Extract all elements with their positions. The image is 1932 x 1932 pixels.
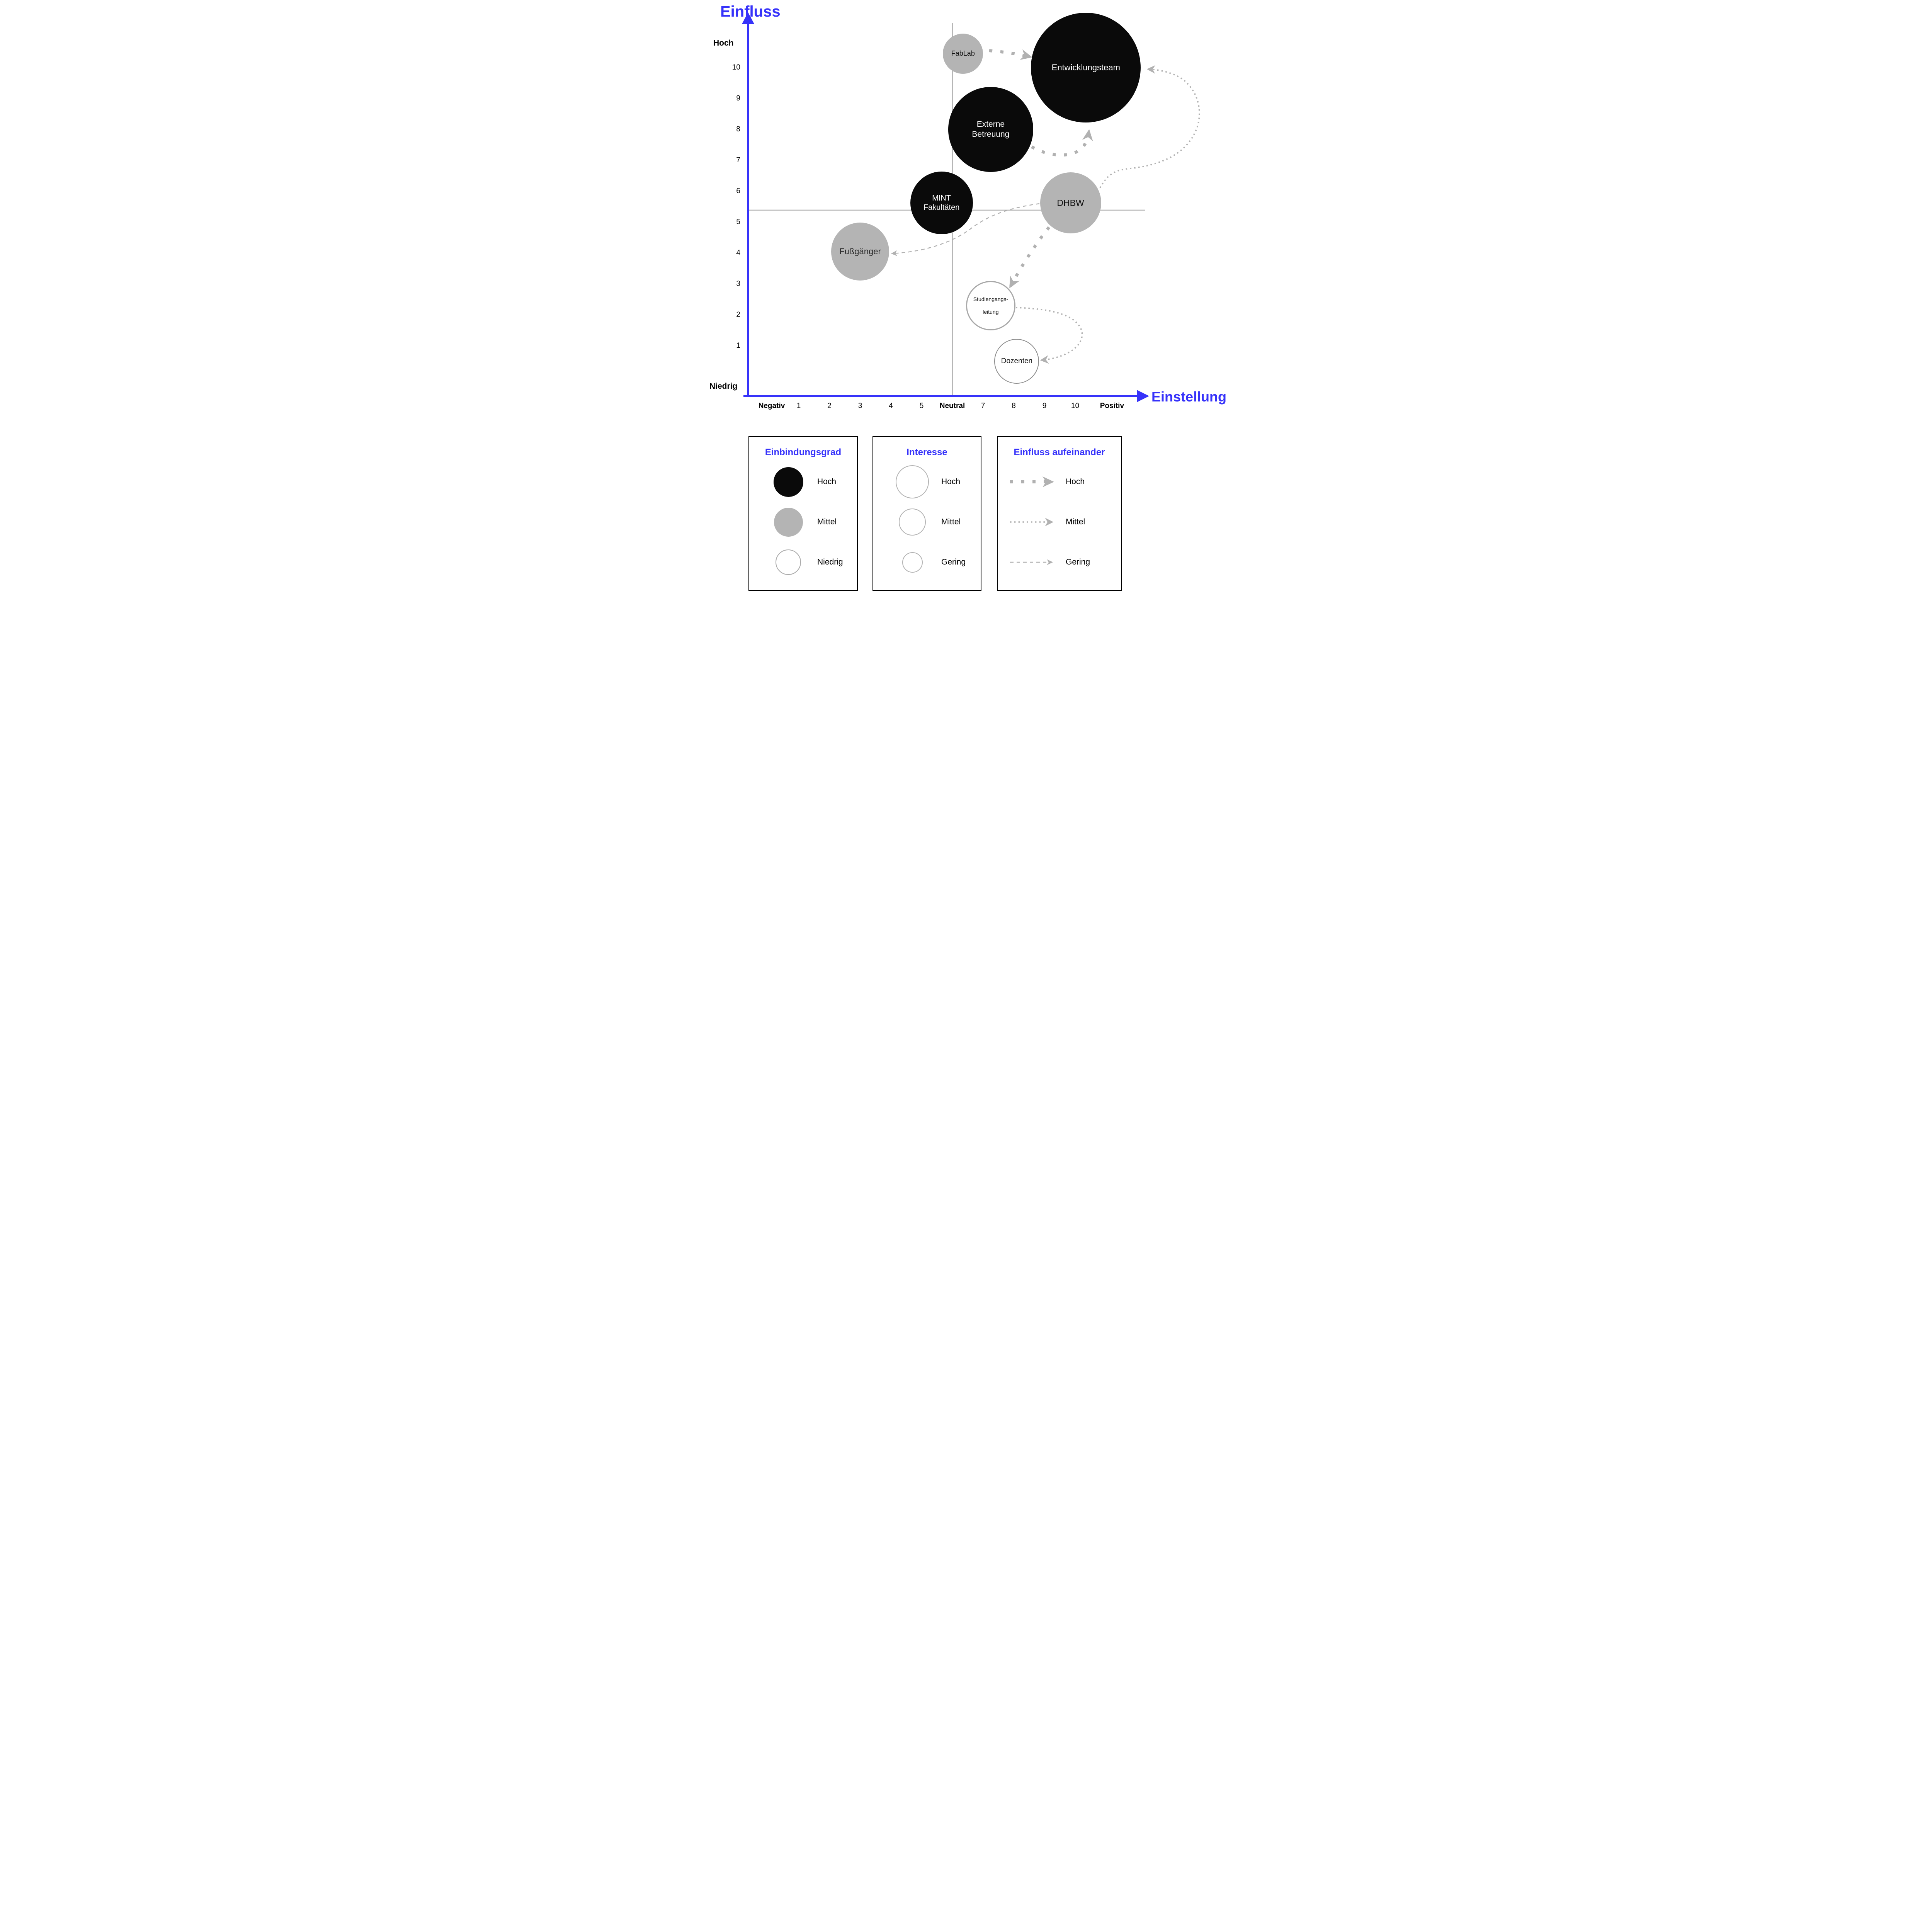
legend-item-label: Hoch (1066, 477, 1085, 486)
y-tick-6: 6 (736, 187, 740, 195)
bubble-fablab-label: FabLab (951, 49, 975, 58)
y-axis-low-label: Niedrig (709, 382, 738, 391)
x-tick-10: 10 (1071, 402, 1080, 410)
legend-item-label: Mittel (1066, 517, 1085, 526)
legend-item-gering: Gering (998, 542, 1121, 582)
legend-interesse-title: Interesse (906, 447, 947, 457)
legend-circle-icon (896, 465, 929, 498)
y-tick-2: 2 (736, 311, 740, 319)
bubble-studiengangsleitung-label: leitung (983, 309, 999, 315)
legend-item-hoch: Hoch (998, 462, 1121, 502)
bubble-dozenten-label: Dozenten (1001, 357, 1033, 366)
x-axis-title: Einstellung (1151, 389, 1227, 405)
bubble-dhbw-label: DHBW (1057, 198, 1084, 208)
legend-item-hoch: Hoch (749, 462, 857, 502)
legend-circle-icon (776, 549, 801, 575)
legend-item-label: Mittel (817, 517, 837, 526)
bubble-fussgaenger-label: Fußgänger (839, 246, 881, 256)
legend-circle-icon (899, 509, 926, 536)
y-axis-high-label: Hoch (713, 39, 734, 48)
x-tick-4: 4 (889, 402, 893, 410)
bubble-dozenten[interactable]: Dozenten (994, 339, 1039, 384)
bubble-externe-betreuung-label: Externe (976, 120, 1005, 129)
bubble-studiengangsleitung[interactable]: Studiengangs-leitung (966, 281, 1015, 330)
bubble-externe-betreuung-label: Betreuung (972, 130, 1010, 139)
bubble-dhbw[interactable]: DHBW (1040, 172, 1101, 234)
y-tick-7: 7 (736, 156, 740, 164)
y-tick-1: 1 (736, 342, 740, 350)
bubble-fablab[interactable]: FabLab (943, 34, 983, 74)
legend-einbindungsgrad-title: Einbindungsgrad (765, 447, 842, 457)
bubble-mint-fakultaeten-label: MINT (932, 194, 951, 202)
bubble-fussgaenger[interactable]: Fußgänger (831, 223, 889, 281)
x-tick-9: 9 (1042, 402, 1047, 410)
x-tick-neutral: Neutral (939, 402, 965, 410)
legend-item-label: Gering (941, 558, 966, 566)
x-tick-8: 8 (1012, 402, 1016, 410)
legend-arrow-icon (1010, 476, 1054, 487)
legend-item-label: Hoch (817, 477, 837, 486)
x-tick-5: 5 (919, 402, 924, 410)
legend-circle-icon (774, 507, 803, 537)
x-axis-arrowhead-icon (1137, 390, 1149, 402)
bubble-entwicklungsteam[interactable]: Entwicklungsteam (1031, 13, 1141, 122)
stakeholder-map-canvas: Einfluss Einstellung Hoch Niedrig Negati… (700, 0, 1232, 591)
legend-item-hoch: Hoch (873, 462, 981, 502)
arrow-fablab-to-entwicklungsteam[interactable] (989, 49, 1032, 60)
x-tick-negativ: Negativ (758, 402, 785, 410)
x-tick-1: 1 (796, 402, 801, 410)
arrow-dhbw-to-fussgaenger[interactable] (891, 203, 1040, 256)
arrow-dhbw-to-entwicklungsteam[interactable] (1099, 65, 1200, 188)
legend-item-gering: Gering (873, 542, 981, 582)
x-tick-7: 7 (981, 402, 985, 410)
legend-item-label: Gering (1066, 558, 1090, 566)
x-axis-line (743, 395, 1138, 397)
legend-item-niedrig: Niedrig (749, 542, 857, 582)
bubble-mint-fakultaeten-label: Fakultäten (923, 203, 960, 212)
legend-einfluss-aufeinander-title: Einfluss aufeinander (1014, 447, 1105, 457)
y-tick-10: 10 (732, 63, 740, 71)
bubble-studiengangsleitung-label: Studiengangs- (973, 296, 1009, 303)
x-tick-2: 2 (827, 402, 832, 410)
legend-item-label: Hoch (941, 477, 961, 486)
legend-item-mittel: Mittel (749, 502, 857, 542)
legend-item-mittel: Mittel (998, 502, 1121, 542)
arrow-dhbw-to-studiengangsleitung[interactable] (1009, 226, 1051, 289)
legend-arrow-icon (1010, 518, 1054, 526)
y-tick-9: 9 (736, 94, 740, 102)
y-tick-4: 4 (736, 249, 740, 257)
bubble-entwicklungsteam-label: Entwicklungsteam (1051, 62, 1120, 72)
legend-item-mittel: Mittel (873, 502, 981, 542)
y-axis-arrowhead-icon (742, 12, 754, 24)
x-tick-3: 3 (858, 402, 862, 410)
arrow-externe-betreuung-to-entwicklungsteam[interactable] (1031, 129, 1093, 157)
y-axis-line (747, 22, 749, 396)
legend-circle-icon (773, 467, 803, 497)
legend-item-label: Niedrig (817, 558, 843, 566)
x-tick-positiv: Positiv (1100, 402, 1124, 410)
legend-arrow-icon (1010, 559, 1053, 565)
y-tick-8: 8 (736, 125, 740, 133)
legend-circle-icon (902, 552, 923, 573)
y-tick-3: 3 (736, 280, 740, 288)
legend-item-label: Mittel (941, 517, 961, 526)
y-tick-5: 5 (736, 218, 740, 226)
